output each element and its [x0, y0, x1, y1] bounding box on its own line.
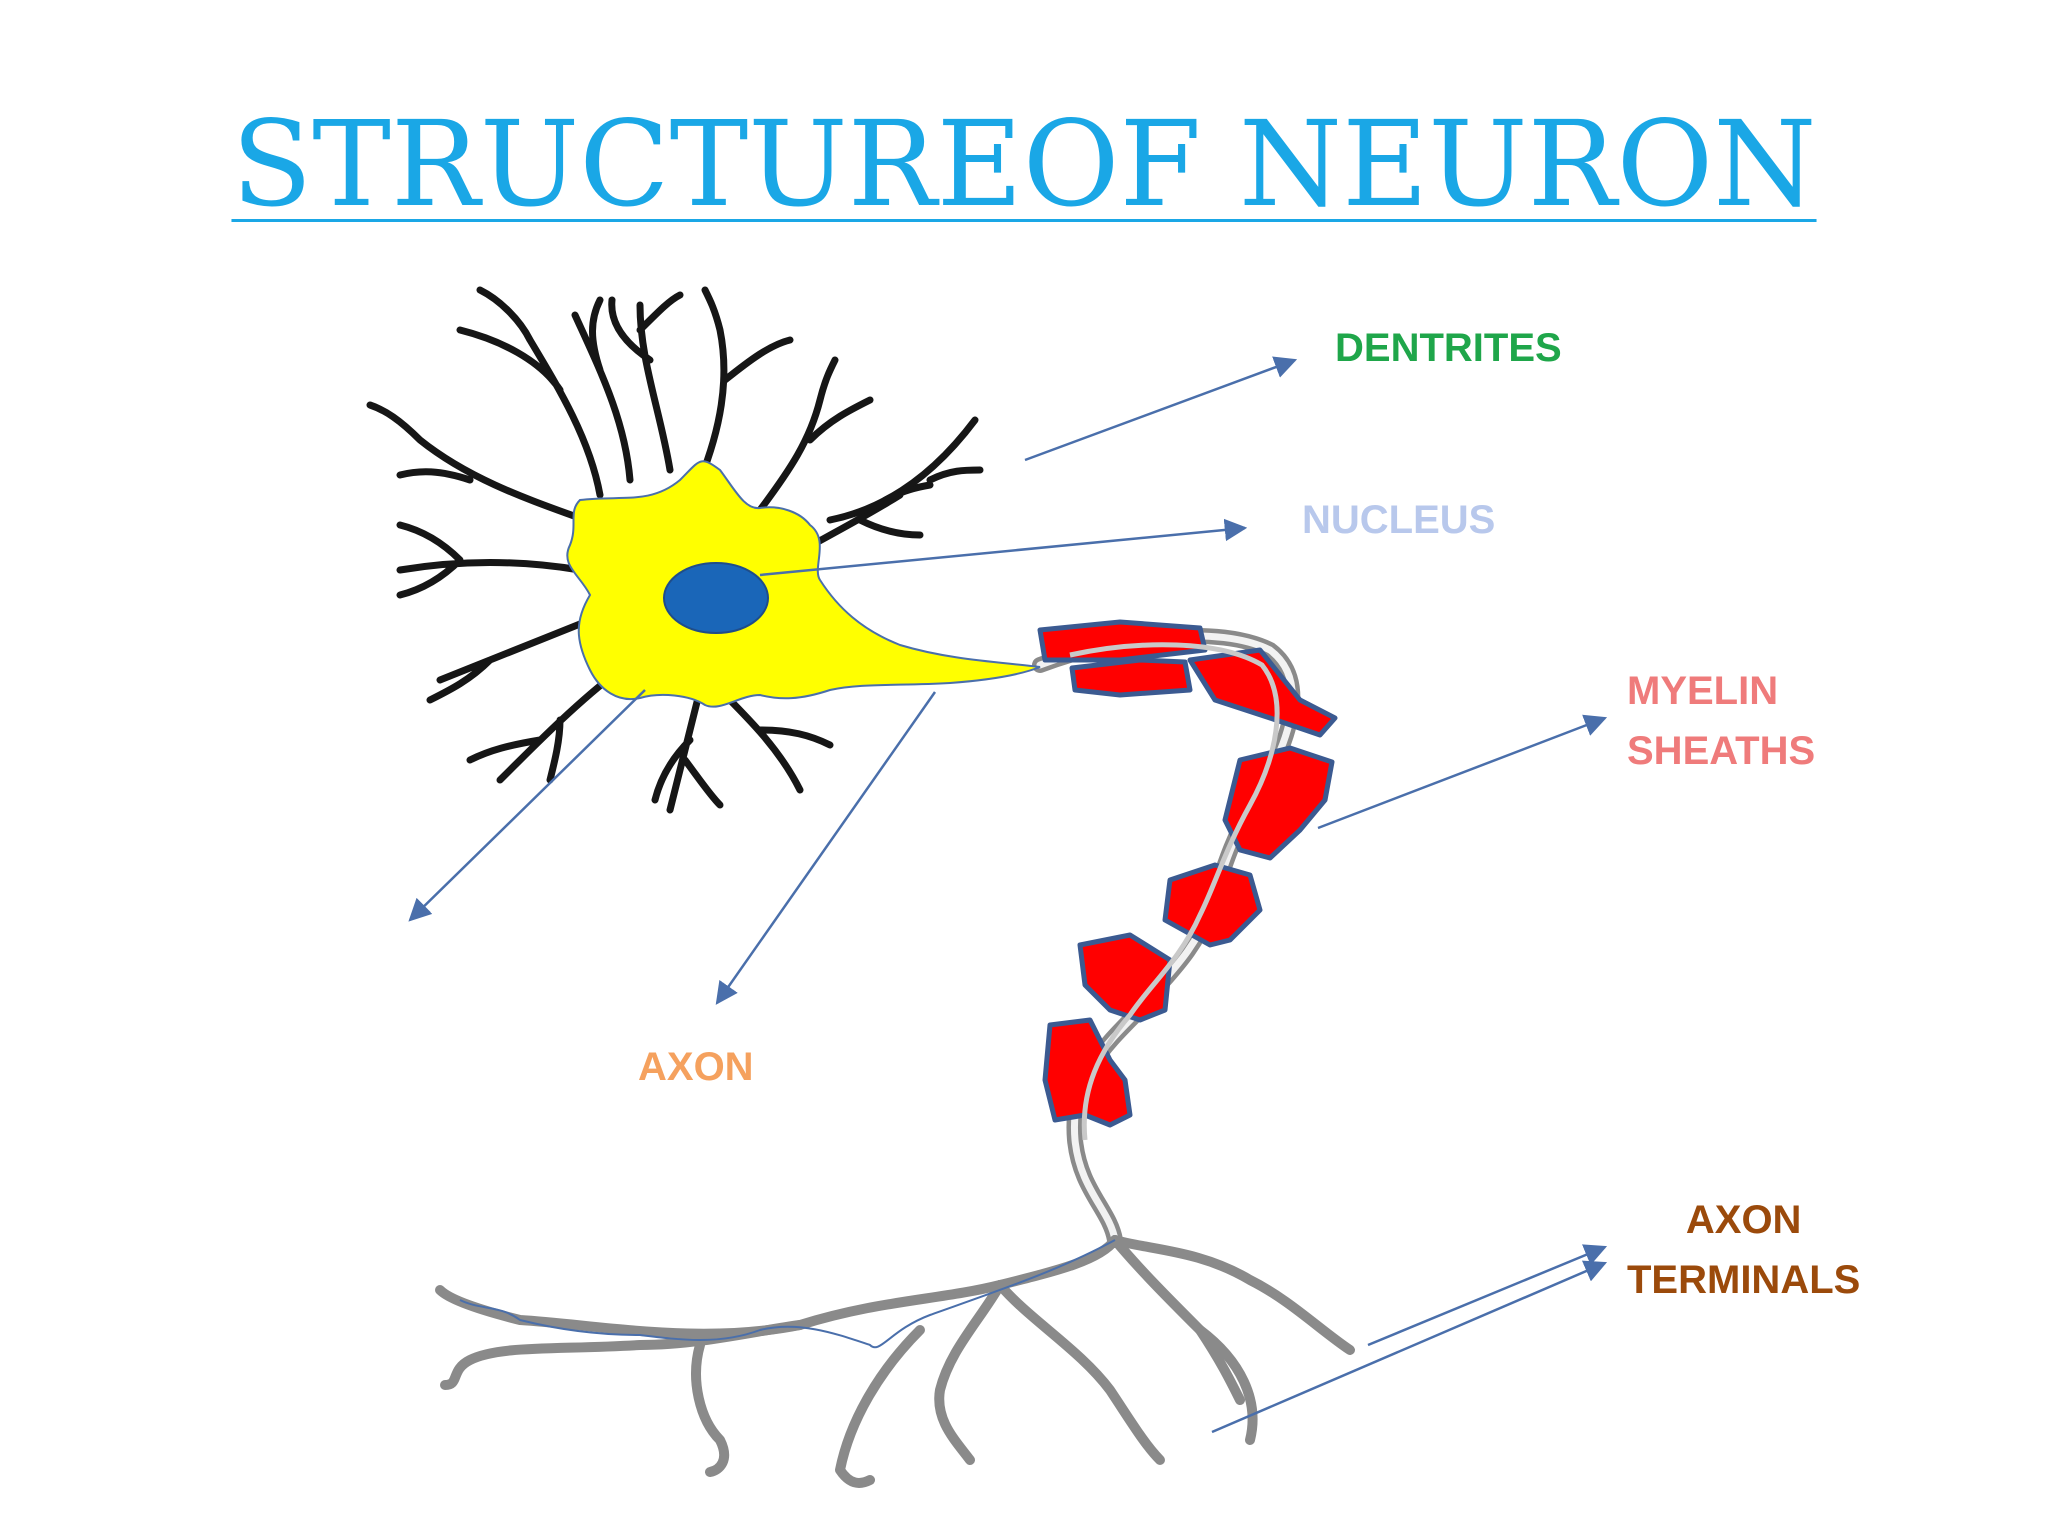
myelin-pointer-arrow	[1317, 714, 1608, 830]
axon-label-text: AXON	[638, 1045, 754, 1089]
myelin-segment	[1042, 1017, 1133, 1128]
slide-title: STRUCTUREOF NEURON	[0, 105, 2048, 223]
dendrite-branch	[466, 666, 624, 784]
myelin-segment	[1187, 647, 1338, 738]
terminal-branch	[1110, 1235, 1355, 1355]
dendrite-branch	[696, 286, 794, 484]
dendrite-branch	[426, 616, 594, 704]
terminal-branch	[691, 1340, 730, 1477]
terminals-pointer-arrow-2	[1211, 1260, 1608, 1434]
terminal-branch	[440, 1320, 805, 1390]
myelin-segment	[1069, 657, 1193, 698]
pointer-arrows-group	[408, 356, 1608, 1434]
dendrite-branch	[366, 401, 589, 524]
terminal-branch	[995, 1280, 1165, 1465]
axon-terminals-group	[435, 1235, 1355, 1488]
terminals-label-line1: AXON	[1685, 1198, 1802, 1242]
cellbody-pointer-arrow	[408, 689, 646, 922]
dendrite-branch	[396, 521, 584, 599]
dendrites-pointer-arrow	[1024, 356, 1298, 462]
myelin-label-line1: MYELIN	[1627, 669, 1779, 713]
terminal-branch	[1195, 1325, 1245, 1405]
dendrite-branch	[716, 686, 834, 794]
myelin-label-line2: SHEATHS	[1627, 729, 1816, 773]
nucleus-pointer-arrow	[759, 518, 1248, 577]
myelin-segment	[1162, 862, 1263, 948]
terminals-label-line2: TERMINALS	[1627, 1258, 1861, 1302]
myelin-sheaths-group	[1037, 619, 1338, 1128]
myelin-segment	[1037, 619, 1208, 663]
dendrite-branch	[651, 686, 724, 814]
myelin-sheaths-label: MYELIN SHEATHS	[1627, 661, 1815, 781]
cell-body	[566, 460, 1041, 708]
terminal-branch	[835, 1325, 925, 1488]
dendrites-label: DENTRITES	[1335, 318, 1562, 378]
nucleus-shape	[663, 562, 769, 634]
axon-core-overlay	[1069, 642, 1280, 1141]
nucleus-label: NUCLEUS	[1302, 490, 1495, 550]
nucleus-label-text: NUCLEUS	[1302, 498, 1496, 542]
myelin-segment	[1222, 745, 1335, 861]
dendrite-branch	[608, 291, 684, 474]
terminal-blue-trace	[459, 1239, 1116, 1349]
terminals-pointer-arrow	[1367, 1244, 1608, 1347]
axon-label: AXON	[638, 1037, 754, 1097]
dendrite-branch	[571, 296, 634, 484]
terminal-branch	[435, 1235, 1120, 1339]
dendrite-branch	[456, 286, 604, 499]
axon-tube-core	[1036, 632, 1296, 1244]
slide-title-text: STRUCTUREOF NEURON	[231, 95, 1817, 233]
terminal-branch	[934, 1280, 1005, 1465]
dendrite-branch	[826, 416, 984, 524]
myelin-segment	[1077, 932, 1173, 1023]
axon-terminals-label: AXON TERMINALS	[1627, 1190, 1860, 1310]
dendrites-label-text: DENTRITES	[1335, 326, 1562, 370]
axon-pointer-arrow	[715, 691, 937, 1005]
dendrite-branch	[756, 356, 874, 514]
